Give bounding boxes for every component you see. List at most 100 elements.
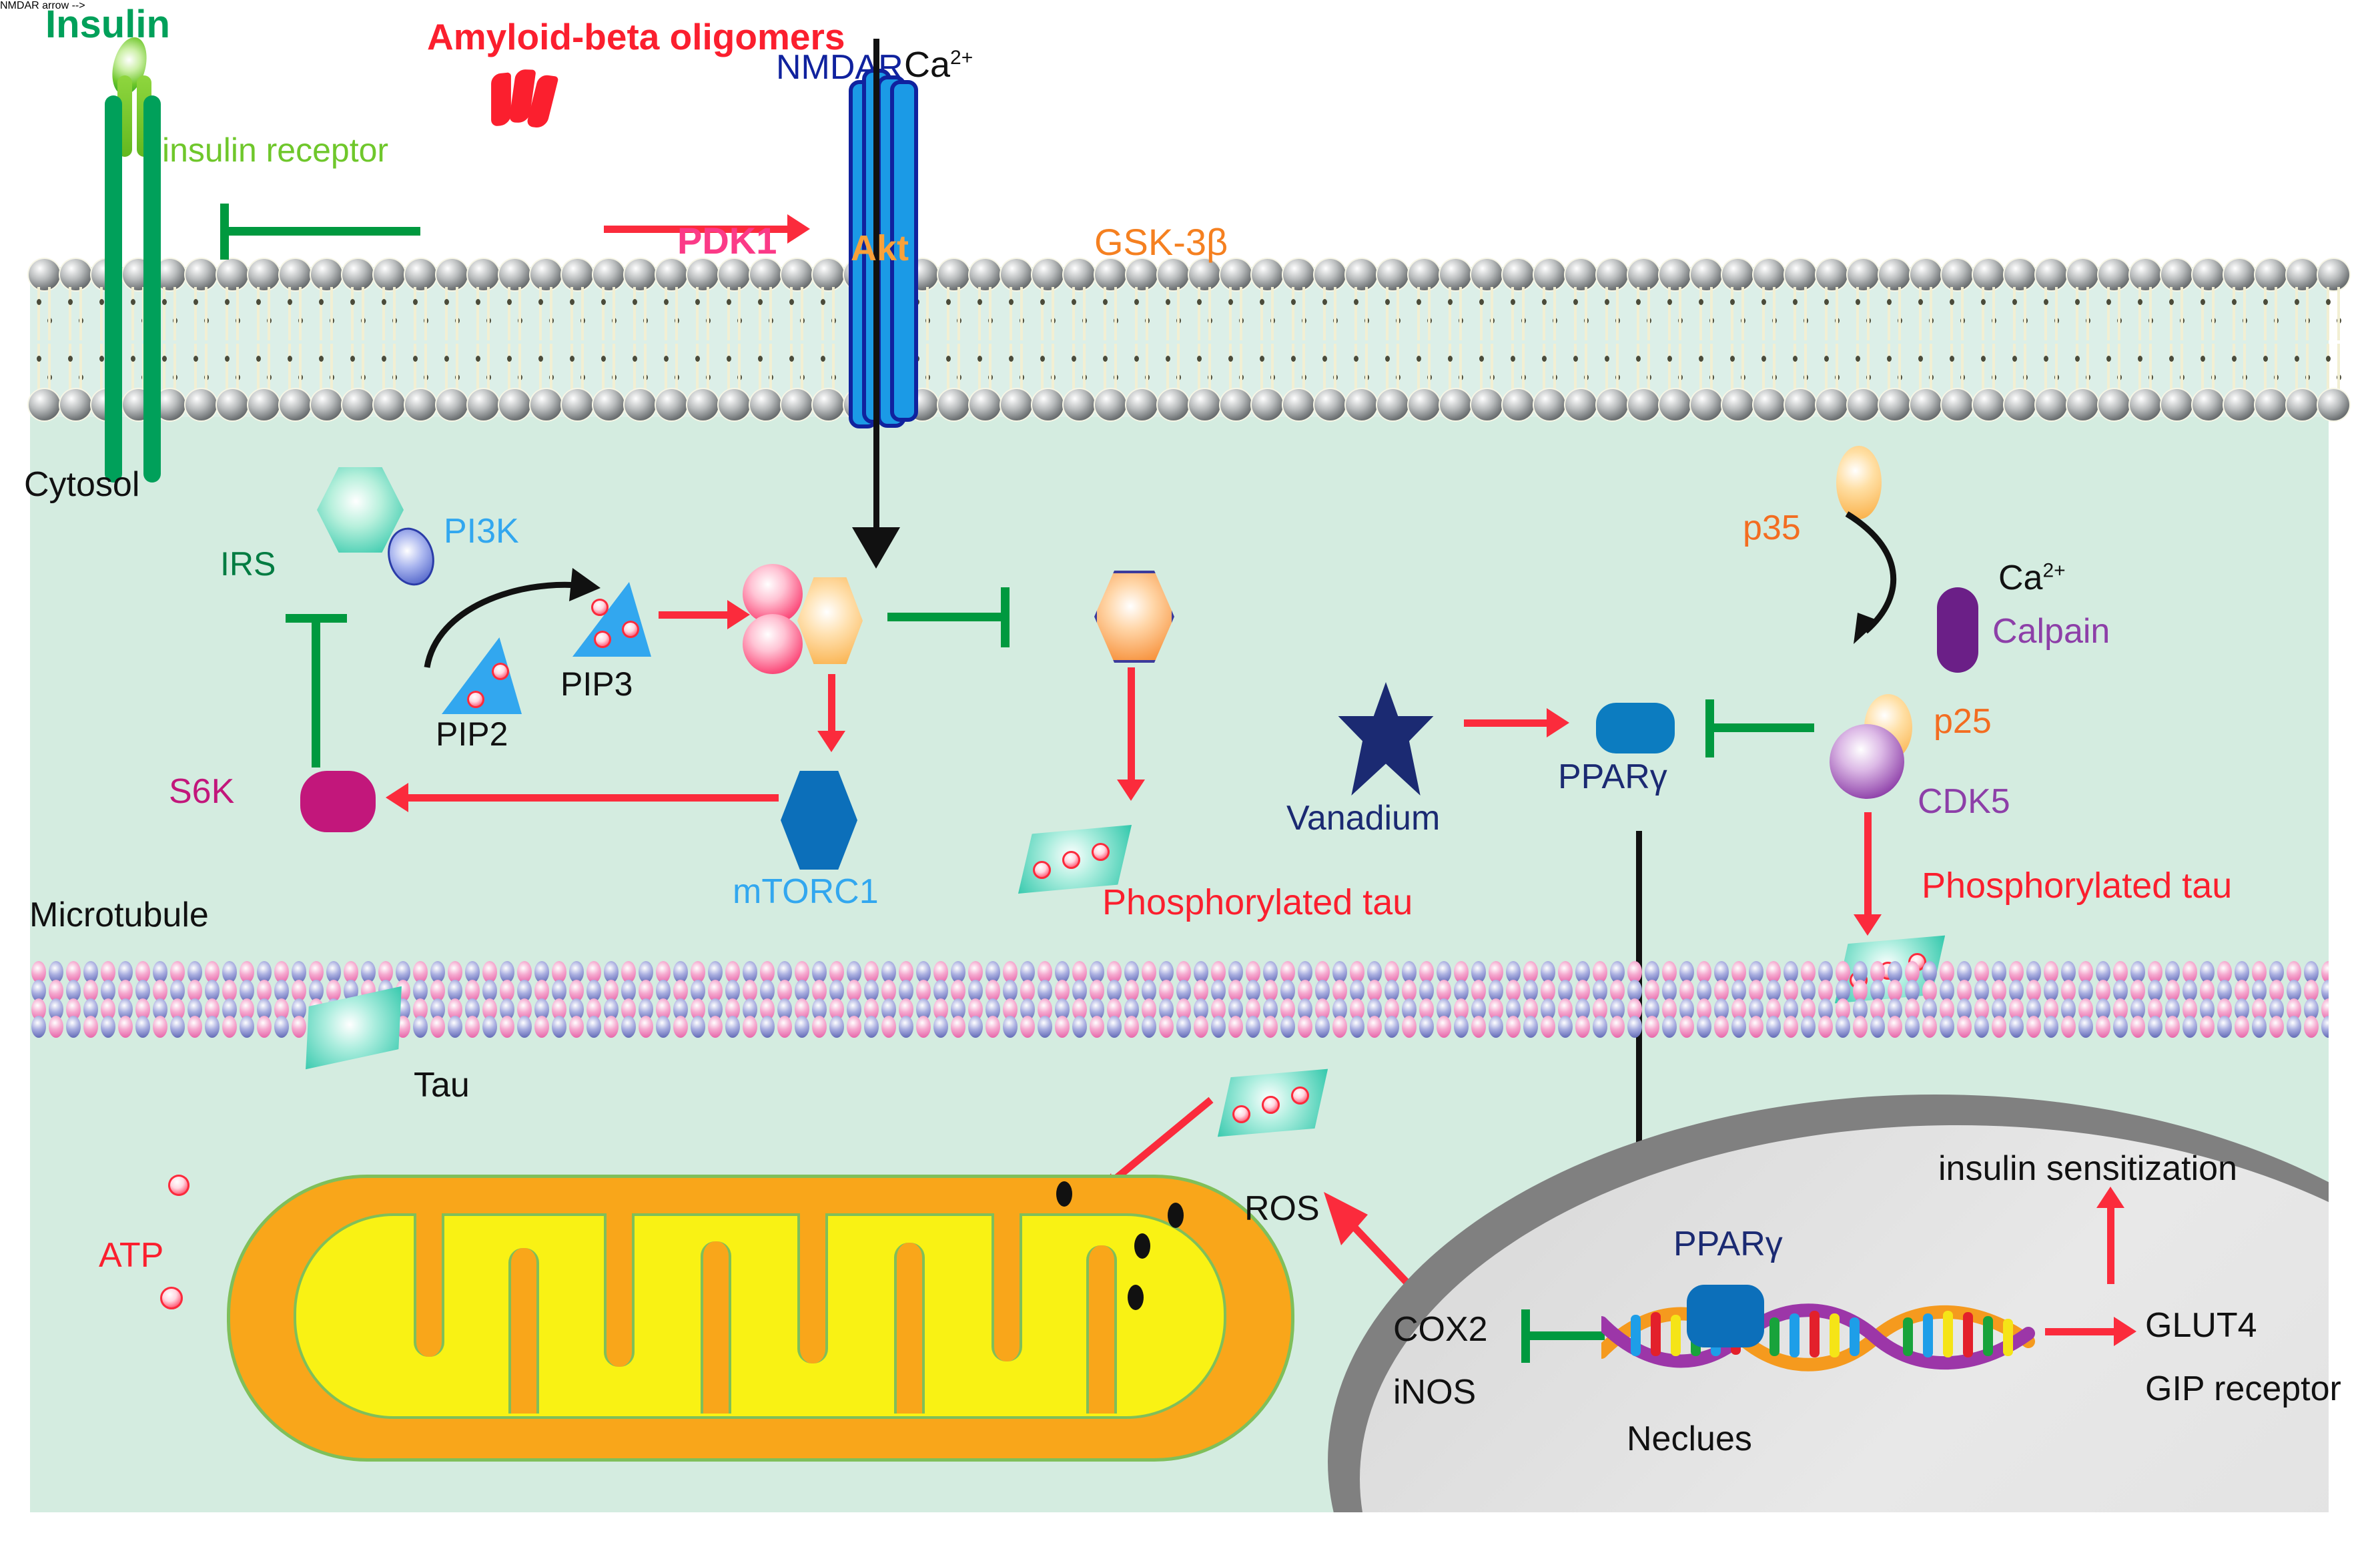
lipid-tail-kink xyxy=(225,356,230,362)
lipid-tail xyxy=(60,287,91,340)
lipid-head xyxy=(781,389,813,420)
lipid-tail xyxy=(781,287,813,340)
pip3-phosphate-icon xyxy=(591,599,609,616)
lipid-tail-kink xyxy=(2263,299,2268,305)
lipid-tail xyxy=(1314,287,1346,340)
tubulin-dimer xyxy=(1730,961,1747,1038)
lipid-tail-kink xyxy=(1573,356,1578,362)
lipid-head xyxy=(2036,389,2067,420)
lipid-tail xyxy=(436,287,468,340)
lipid-head xyxy=(1126,259,1158,290)
lipid-tail xyxy=(593,287,625,340)
pip2-label: PIP2 xyxy=(436,715,508,753)
tubulin-dimer xyxy=(620,961,637,1038)
lipid-head xyxy=(1440,259,1471,290)
lipid-head xyxy=(280,259,311,290)
tubulin-dimer xyxy=(1904,961,1921,1038)
lipid-tail xyxy=(1409,344,1440,397)
lipid-head xyxy=(2255,259,2287,290)
lipid-tail xyxy=(2161,287,2193,340)
tubulin-dimer xyxy=(2129,961,2146,1038)
lipid-tail xyxy=(2004,287,2036,340)
lipid-tail-kink xyxy=(1082,318,1087,324)
lipid-tail xyxy=(2193,287,2224,340)
lipid-tail-kink xyxy=(1960,374,1965,380)
tubulin-dimer xyxy=(2303,961,2320,1038)
lipid-tail-kink xyxy=(1322,299,1327,305)
lipid-tail xyxy=(1722,287,1753,340)
lipid-head xyxy=(29,259,60,290)
lipid-tail xyxy=(436,344,468,397)
tubulin-dimer xyxy=(82,961,99,1038)
lipid-tail-kink xyxy=(413,356,418,362)
lipid-tail-kink xyxy=(476,299,480,305)
tubulin-dimer xyxy=(1366,961,1383,1038)
lipid-tail-kink xyxy=(256,356,261,362)
lipid-tail-kink xyxy=(1793,356,1798,362)
calcium-top-text: Ca xyxy=(904,45,951,85)
lipid-tail-kink xyxy=(580,374,585,380)
lipid-tail xyxy=(311,287,342,340)
lipid-tail-kink xyxy=(1239,374,1244,380)
lipid-head xyxy=(1816,389,1848,420)
lipid-tail-kink xyxy=(1950,356,1954,362)
tubulin-dimer xyxy=(915,961,932,1038)
lipid-tail xyxy=(1471,344,1503,397)
tubulin-dimer xyxy=(1713,961,1730,1038)
lipid-tail-kink xyxy=(392,374,397,380)
lipid-tail xyxy=(1722,344,1753,397)
lipid-head xyxy=(530,259,562,290)
cristae xyxy=(1086,1245,1117,1414)
lipid-tail-kink xyxy=(789,299,794,305)
calcium-top-superscript: 2+ xyxy=(950,47,973,69)
dna-base-pair xyxy=(1963,1312,1973,1357)
lipid-tail-kink xyxy=(1396,318,1401,324)
tubulin-dimer xyxy=(585,961,603,1038)
lipid-tail-kink xyxy=(1553,318,1557,324)
lipid-tail-kink xyxy=(173,374,177,380)
lipid-head xyxy=(1220,389,1252,420)
lipid-tail xyxy=(2318,287,2349,340)
lipid-tail xyxy=(2098,344,2130,397)
tubulin-dimer xyxy=(151,961,169,1038)
lipid-tail-kink xyxy=(695,356,700,362)
cristae xyxy=(508,1248,539,1414)
lipid-tail-kink xyxy=(1824,299,1829,305)
lipid-tail-kink xyxy=(675,374,679,380)
lipid-tail-kink xyxy=(350,356,355,362)
lipid-tail xyxy=(1189,344,1220,397)
lipid-tail-kink xyxy=(1417,299,1421,305)
mtorc1-label: mTORC1 xyxy=(733,872,879,911)
tubulin-dimer xyxy=(1453,961,1470,1038)
lipid-head xyxy=(1377,259,1409,290)
lipid-tail-kink xyxy=(2106,299,2111,305)
lipid-tail-kink xyxy=(1835,318,1840,324)
lipid-tail-kink xyxy=(424,374,428,380)
lipid-tail-kink xyxy=(486,374,491,380)
lipid-tail-kink xyxy=(2326,299,2331,305)
lipid-tail-kink xyxy=(633,299,637,305)
lipid-tail xyxy=(311,344,342,397)
lipid-tail-kink xyxy=(925,318,930,324)
lipid-tail-kink xyxy=(946,356,951,362)
lipid-tail-kink xyxy=(1134,356,1139,362)
lipid-head xyxy=(2130,259,2161,290)
dna-base-pair xyxy=(1943,1311,1953,1357)
lipid-tail xyxy=(1816,287,1848,340)
tubulin-dimer xyxy=(1938,961,1956,1038)
lipid-tail-kink xyxy=(1479,299,1484,305)
lipid-tail-kink xyxy=(758,356,763,362)
dna-base-pair xyxy=(1651,1312,1661,1356)
lipid-tail-kink xyxy=(236,318,240,324)
lipid-head xyxy=(1252,389,1283,420)
lipid-tail-kink xyxy=(1521,374,1526,380)
lipid-tail-kink xyxy=(1981,299,1986,305)
lipid-head xyxy=(2318,389,2349,420)
lipid-tail-kink xyxy=(1678,374,1683,380)
tubulin-dimer xyxy=(1279,961,1296,1038)
lipid-tail-kink xyxy=(47,374,52,380)
lipid-tail-kink xyxy=(507,356,512,362)
lipid-tail xyxy=(1659,287,1691,340)
lipid-tail-kink xyxy=(99,356,104,362)
tubulin-dimer xyxy=(1973,961,1990,1038)
